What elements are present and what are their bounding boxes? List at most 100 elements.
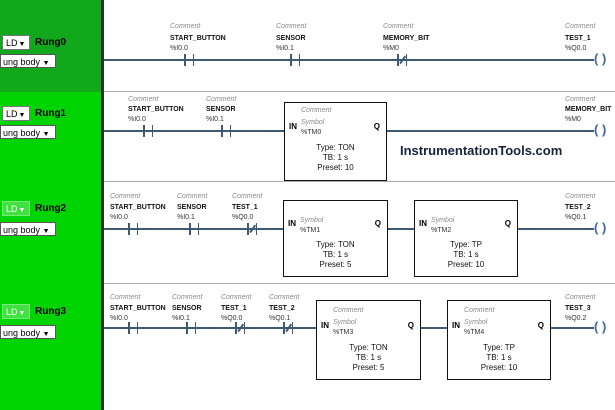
block-input-label: IN — [419, 219, 427, 228]
comment-text: Comment — [565, 294, 596, 301]
comment-text: Comment — [333, 307, 364, 314]
contact-address: %Q0.0 — [232, 214, 254, 221]
comment-text: Comment — [565, 193, 596, 200]
rung1-body-value: ung body — [3, 128, 41, 138]
coil-icon[interactable]: ( ) — [594, 51, 607, 66]
timer-type: Type: TP — [450, 240, 482, 249]
contact-no-icon[interactable] — [143, 125, 153, 137]
timer-address: %TM1 — [300, 227, 321, 234]
rung3-wire — [551, 327, 594, 329]
rung2-wire — [104, 228, 283, 230]
rung0-body-dropdown[interactable]: ung body ▼ — [0, 54, 56, 68]
chevron-down-icon: ▼ — [42, 331, 50, 338]
contact-label: START_BUTTON — [170, 35, 226, 42]
rung2-wire — [518, 228, 594, 230]
rung1-language-value: LD — [6, 109, 18, 119]
contact-label: START_BUTTON — [128, 106, 184, 113]
contact-address: %I0.1 — [276, 45, 294, 52]
rung2-body-dropdown[interactable]: ung body ▼ — [0, 222, 56, 236]
symbol-text: Symbol — [431, 217, 455, 224]
contact-no-icon[interactable] — [128, 223, 138, 235]
rung1-language-dropdown[interactable]: LD▼ — [2, 106, 30, 121]
timer-block[interactable]: IN Q Comment Symbol %TM4 Type: TP TB: 1 … — [447, 300, 551, 380]
timer-block[interactable]: IN Q Comment Symbol %TM3 Type: TON TB: 1… — [316, 300, 421, 380]
rung2-language-value: LD — [6, 204, 18, 214]
timer-preset: Preset: 10 — [317, 163, 354, 172]
timer-timebase: TB: 1 s — [355, 353, 382, 362]
rung1-wire — [387, 130, 594, 132]
symbol-text: Symbol — [464, 319, 488, 326]
comment-text: Comment — [276, 23, 307, 30]
block-input-label: IN — [452, 321, 460, 330]
chevron-down-icon: ▼ — [18, 310, 26, 317]
coil-label: TEST_3 — [565, 305, 591, 312]
coil-icon[interactable]: ( ) — [594, 319, 607, 334]
contact-address: %I0.0 — [170, 45, 188, 52]
timer-address: %TM0 — [301, 129, 322, 136]
contact-address: %I0.1 — [172, 315, 190, 322]
rung3-language-dropdown[interactable]: LD▼ — [2, 304, 30, 319]
timer-type: Type: TON — [316, 240, 355, 249]
contact-label: TEST_1 — [221, 305, 247, 312]
comment-text: Comment — [110, 294, 141, 301]
contact-no-icon[interactable] — [290, 54, 300, 66]
rung-separator — [104, 181, 615, 182]
block-output-label: Q — [504, 219, 511, 228]
rung-separator — [104, 283, 615, 284]
contact-nc-icon[interactable] — [247, 223, 257, 235]
contact-label: SENSOR — [276, 35, 306, 42]
contact-nc-icon[interactable] — [283, 322, 293, 334]
coil-address: %M0 — [565, 116, 581, 123]
coil-icon[interactable]: ( ) — [594, 122, 607, 137]
rung2-wire — [388, 228, 414, 230]
timer-block[interactable]: IN Q Symbol %TM2 Type: TP TB: 1 s Preset… — [414, 200, 518, 277]
contact-address: %I0.1 — [206, 116, 224, 123]
rung3-language-value: LD — [6, 307, 18, 317]
timer-block[interactable]: IN Q Comment Symbol %TM0 Type: TON TB: 1… — [284, 102, 387, 181]
rung2-language-dropdown[interactable]: LD▼ — [2, 201, 30, 216]
block-output-label: Q — [373, 122, 380, 131]
coil-label: TEST_1 — [565, 35, 591, 42]
contact-no-icon[interactable] — [221, 125, 231, 137]
timer-block[interactable]: IN Q Symbol %TM1 Type: TON TB: 1 s Prese… — [283, 200, 388, 277]
contact-address: %I0.0 — [110, 315, 128, 322]
contact-no-icon[interactable] — [184, 54, 194, 66]
block-input-label: IN — [321, 321, 329, 330]
timer-preset: Preset: 5 — [352, 363, 385, 372]
coil-icon[interactable]: ( ) — [594, 220, 607, 235]
rung1-body-dropdown[interactable]: ung body ▼ — [0, 125, 56, 139]
comment-text: Comment — [464, 307, 495, 314]
rung0-body-value: ung body — [3, 57, 41, 67]
comment-text: Comment — [221, 294, 252, 301]
symbol-text: Symbol — [300, 217, 324, 224]
contact-label: SENSOR — [206, 106, 236, 113]
rung-separator — [104, 91, 615, 92]
timer-address: %TM2 — [431, 227, 452, 234]
coil-label: MEMORY_BIT — [565, 106, 612, 113]
block-input-label: IN — [289, 122, 297, 131]
timer-preset: Preset: 10 — [447, 260, 485, 269]
contact-no-icon[interactable] — [128, 322, 138, 334]
rung2-body-value: ung body — [3, 225, 41, 235]
contact-label: START_BUTTON — [110, 305, 166, 312]
rung0-language-value: LD — [6, 38, 18, 48]
rung3-body-dropdown[interactable]: ung body ▼ — [0, 325, 56, 339]
timer-timebase: TB: 1 s — [322, 153, 349, 162]
timer-preset: Preset: 5 — [319, 260, 352, 269]
comment-text: Comment — [128, 96, 159, 103]
contact-no-icon[interactable] — [186, 322, 196, 334]
rung1-title: Rung1 — [35, 108, 67, 119]
contact-nc-icon[interactable] — [235, 322, 245, 334]
contact-nc-icon[interactable] — [397, 54, 407, 66]
chevron-down-icon: ▼ — [42, 228, 50, 235]
rung3-wire — [104, 327, 316, 329]
contact-label: MEMORY_BIT — [383, 35, 430, 42]
contact-address: %I0.0 — [110, 214, 128, 221]
contact-address: %Q0.0 — [221, 315, 243, 322]
timer-address: %TM3 — [333, 329, 354, 336]
comment-text: Comment — [206, 96, 237, 103]
contact-label: SENSOR — [177, 204, 207, 211]
rung3-wire — [421, 327, 447, 329]
rung0-language-dropdown[interactable]: LD▼ — [2, 35, 30, 50]
contact-no-icon[interactable] — [189, 223, 199, 235]
